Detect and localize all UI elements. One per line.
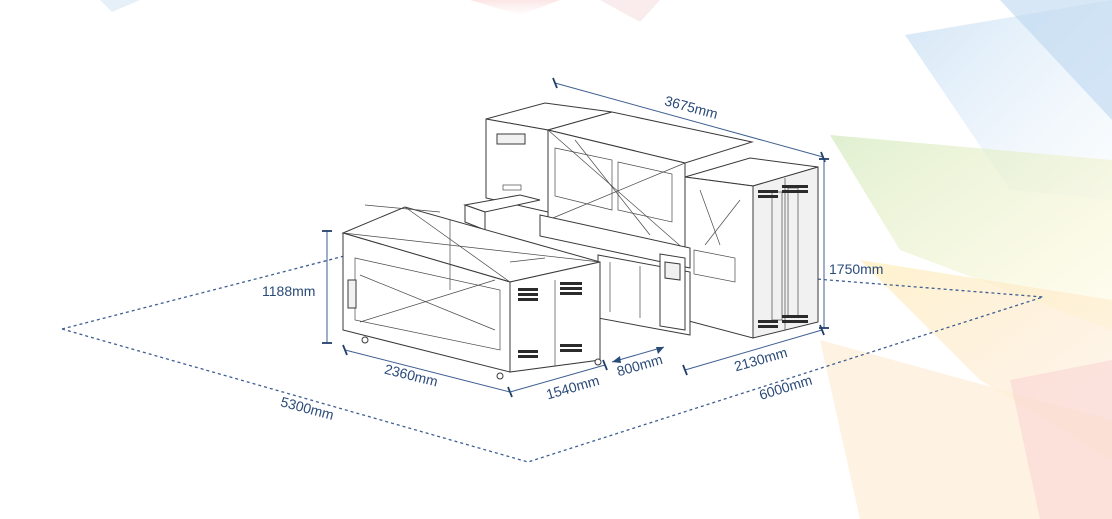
dimension-label-floor-width: 6000mm (757, 372, 814, 403)
printer-unit (463, 102, 754, 336)
floor-footprint (59, 244, 1044, 463)
dimension-label-top-length: 3675mm (663, 92, 720, 122)
dimension-label-dryer-depth: 2130mm (732, 344, 789, 374)
dimension-label-height-right: 1750mm (829, 261, 883, 277)
dimension-label-height-left: 1188mm (262, 283, 315, 299)
dimension-label-feeder-depth: 1540mm (544, 372, 601, 402)
feeder-unit (341, 204, 602, 380)
vent-grilles (758, 185, 808, 328)
dryer-unit (684, 157, 819, 339)
vent-grilles (518, 282, 582, 358)
dimension-lines (322, 77, 829, 398)
decorative-background (100, 0, 1112, 519)
dimension-label-gap: 800mm (615, 351, 664, 379)
dimension-label-feeder-length: 2360mm (383, 361, 440, 390)
dimension-label-floor-depth: 5300mm (279, 393, 336, 423)
